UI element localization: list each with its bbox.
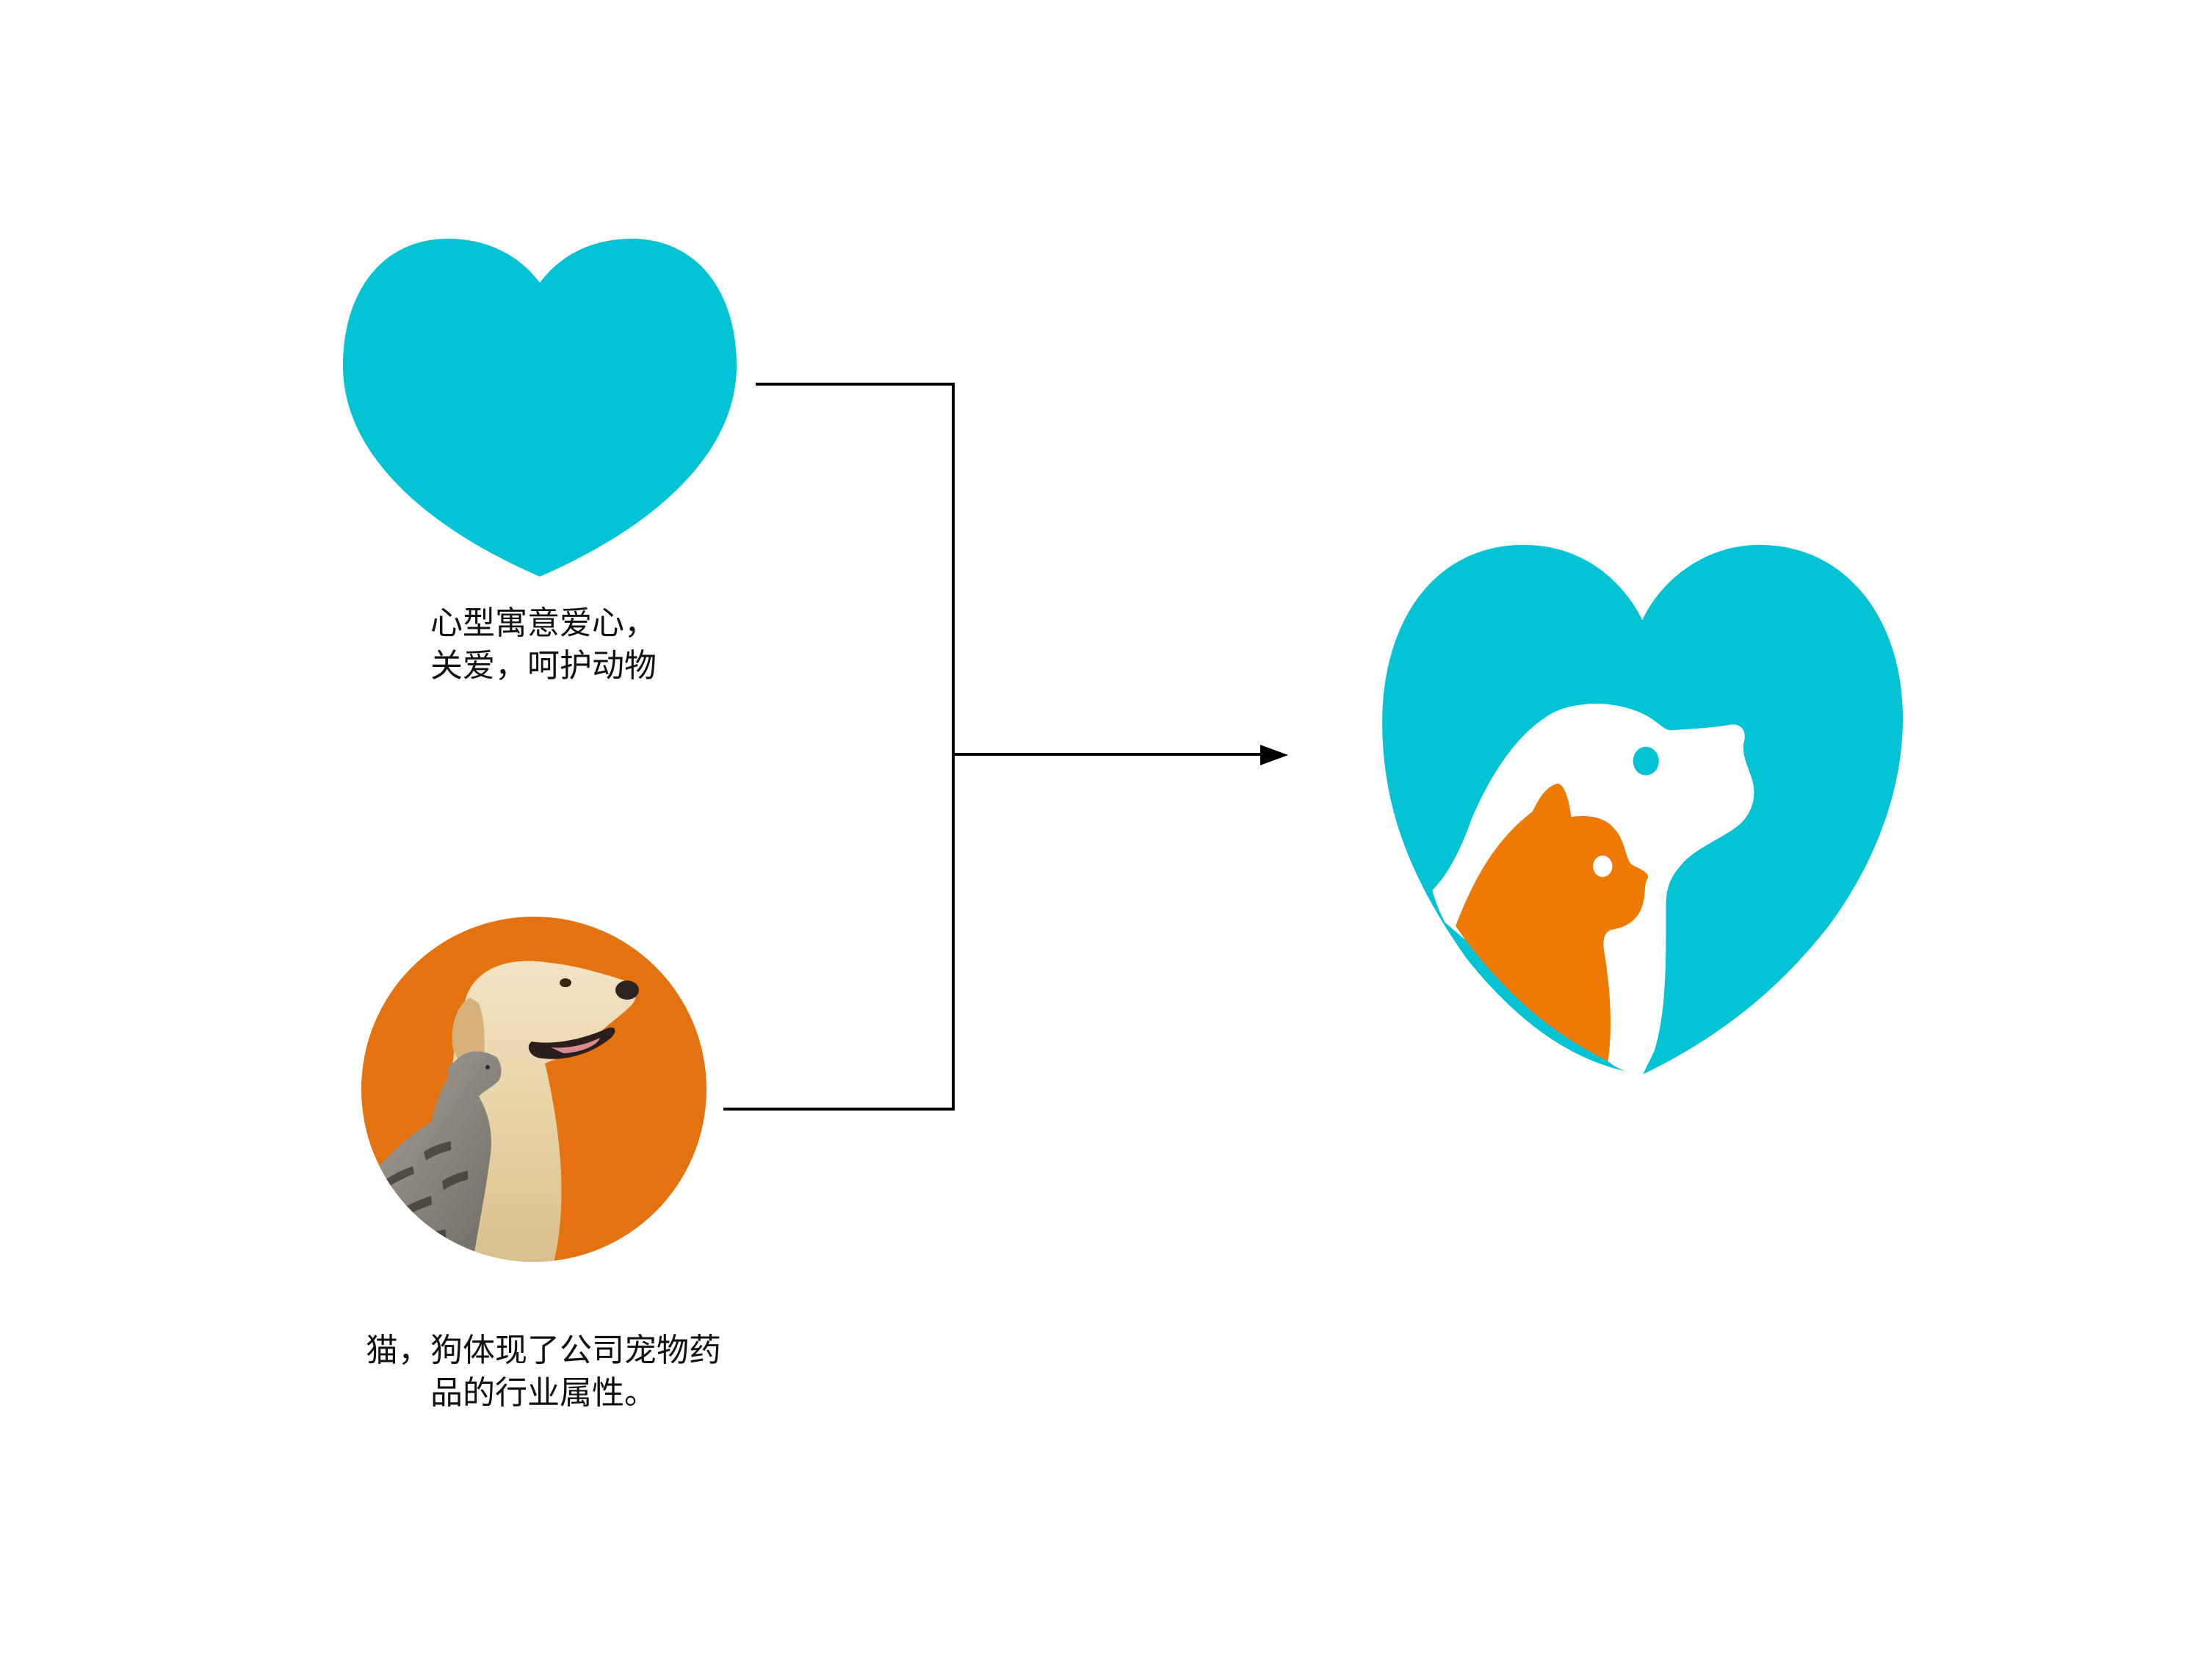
logo-cat-silhouette (1456, 783, 1649, 1061)
heart-icon (343, 239, 737, 577)
pets-caption-line-1: 猫，狗体现了公司宠物药 (366, 1332, 721, 1369)
arrow-head-icon (1260, 745, 1288, 765)
heart-caption: 心型寓意爱心， 关爱，呵护动物 (397, 602, 690, 687)
pets-caption-line-2: 品的行业属性。 (430, 1374, 657, 1412)
heart-dog-cat-logo (1382, 544, 1904, 1076)
dog-figure (446, 961, 639, 1262)
cat-and-dog-photo (361, 917, 706, 1262)
logo-dog-eye (1633, 746, 1659, 776)
pets-caption: 猫，狗体现了公司宠物药 品的行业属性。 (323, 1329, 764, 1415)
heart-caption-line-2: 关爱，呵护动物 (430, 647, 657, 685)
heart-caption-line-1: 心型寓意爱心， (430, 604, 657, 642)
logo-cat-eye (1593, 855, 1613, 878)
